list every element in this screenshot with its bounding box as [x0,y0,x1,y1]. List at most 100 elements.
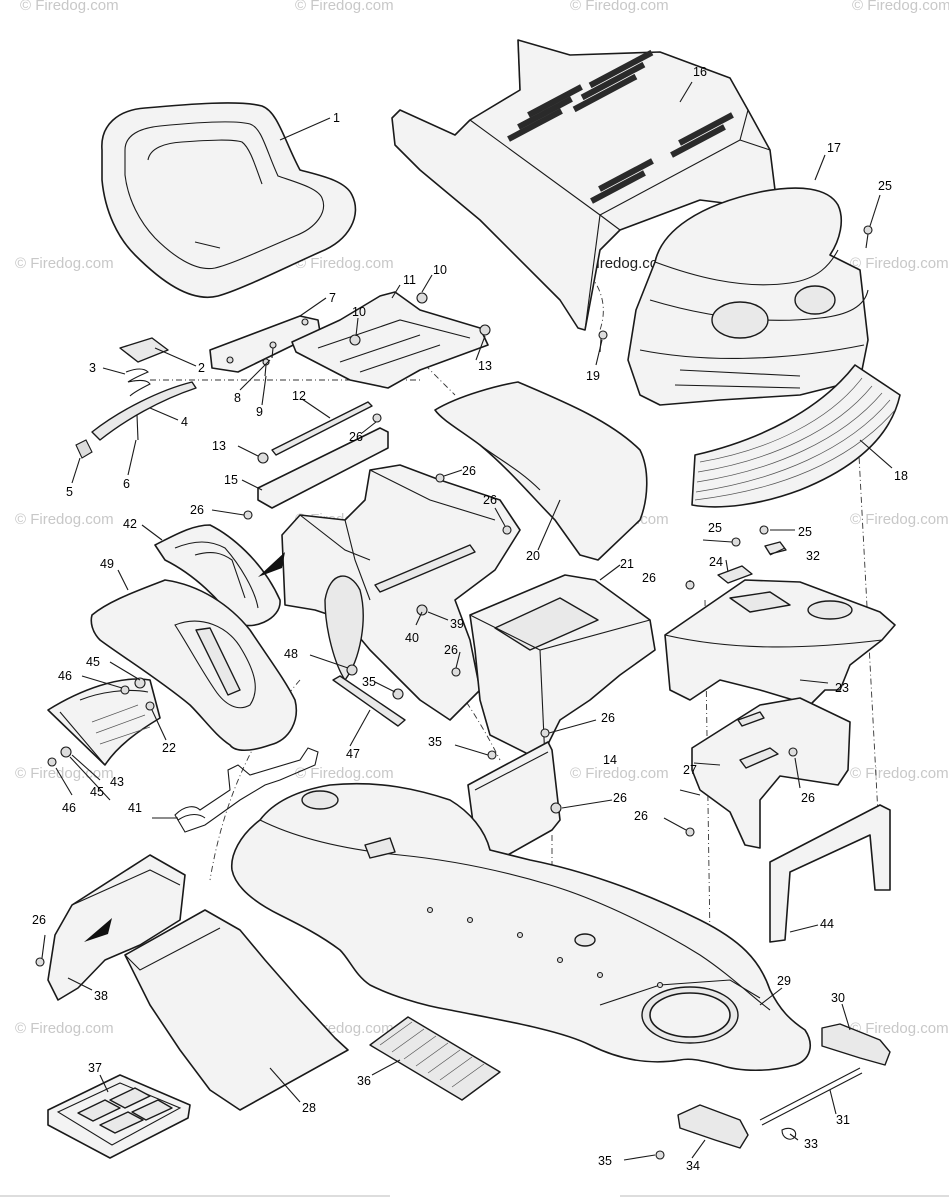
callout-label: 36 [357,1074,371,1088]
bolt-icon [372,413,382,423]
watermark-text: © Firedog.com [15,1020,114,1037]
callout-label: 21 [620,557,634,571]
nut-icon [392,688,404,700]
callout-label: 9 [256,405,263,419]
callout-label: 38 [94,989,108,1003]
callout-label: 26 [190,503,204,517]
bolt-icon [35,957,45,967]
callout-label: 14 [603,753,617,767]
bolt-icon [145,701,155,711]
nut-icon [550,802,562,814]
callout-label: 18 [894,469,908,483]
bolt-icon [262,358,270,377]
callout-label: 45 [86,655,100,669]
part-front-hood [627,187,869,406]
callout-label: 10 [352,305,366,319]
callout-label: 44 [820,917,834,931]
watermark-text: © Firedog.com [850,1020,949,1037]
callout-label: 27 [683,763,697,777]
direction-arrows [84,552,285,942]
watermark-text: © Firedog.com [295,0,394,14]
callout-label: 37 [88,1061,102,1075]
part-dash-panel [391,39,776,331]
callout-label: 45 [90,785,104,799]
bolt-icon [487,750,497,760]
callout-label: 39 [450,617,464,631]
bolt-icon [540,728,550,738]
part-fender-bracket [691,697,851,849]
callout-label: 41 [128,801,142,815]
callout-label: 26 [462,464,476,478]
part-bracket-15 [257,427,389,509]
leader-lines [41,81,893,1161]
bolt-icon [416,604,428,616]
nut-icon [60,746,72,758]
callout-label: 25 [878,179,892,193]
part-hood-hinge-plate [717,541,787,584]
callout-label: 26 [444,643,458,657]
callout-label: 42 [123,517,137,531]
callout-label: 35 [598,1154,612,1168]
bolt-icon [502,525,512,535]
callout-label: 49 [100,557,114,571]
part-battery-tray [47,1074,191,1159]
callout-label: 26 [349,430,363,444]
callout-label: 8 [234,391,241,405]
callout-label: 35 [362,675,376,689]
bolt-icon [655,1150,665,1160]
part-floor-panel [124,909,349,1111]
part-shift-plate [154,524,281,627]
callout-label: 29 [777,974,791,988]
part-battery-box [469,574,656,761]
callout-label: 28 [302,1101,316,1115]
arrow-icon [258,552,285,577]
part-wire-rod [174,747,319,833]
callout-label: 20 [526,549,540,563]
bolt-icon [685,827,695,837]
callout-label: 12 [292,389,306,403]
callout-label: 26 [32,913,46,927]
watermark-text: © Firedog.com [852,0,949,14]
watermark-text: © Firedog.com [295,765,394,782]
nut-icon [346,664,358,676]
nut-icon [134,677,146,689]
bolt-icon [47,757,57,767]
callout-label: 48 [284,647,298,661]
callout-label: 22 [162,741,176,755]
watermark-text: © Firedog.com [20,0,119,14]
callout-label: 26 [634,809,648,823]
callout-label: 5 [66,485,73,499]
arrow-icon [84,918,112,942]
watermark-text: © Firedog.com [570,0,669,14]
callout-label: 30 [831,991,845,1005]
callout-label: 34 [686,1159,700,1173]
part-fender-cover [434,381,648,561]
bolt-icon [759,525,769,535]
callout-label: 13 [478,359,492,373]
part-rod [271,401,373,456]
callout-label: 25 [708,521,722,535]
callout-label: 33 [804,1137,818,1151]
part-footrest-base [231,782,811,1071]
part-hitch-hardware [677,1023,891,1149]
callout-label: 19 [586,369,600,383]
callout-label: 26 [613,791,627,805]
callout-label: 47 [346,747,360,761]
callout-label: 32 [806,549,820,563]
callout-label: 26 [642,571,656,585]
watermark-text: © Firedog.com [15,511,114,528]
part-link-rod [332,675,406,727]
watermark-text: © Firedog.com [295,255,394,272]
part-rear-bracket [769,804,891,943]
part-rear-fender [664,579,896,706]
callout-label: 16 [693,65,707,79]
callout-label: 25 [798,525,812,539]
callout-label: 15 [224,473,238,487]
callout-label: 26 [801,791,815,805]
nut-icon [416,292,428,304]
callout-label: 17 [827,141,841,155]
watermark-text: © Firedog.com [850,255,949,272]
callout-label: 26 [483,493,497,507]
callout-label: 7 [329,291,336,305]
bolt-icon [243,510,253,520]
